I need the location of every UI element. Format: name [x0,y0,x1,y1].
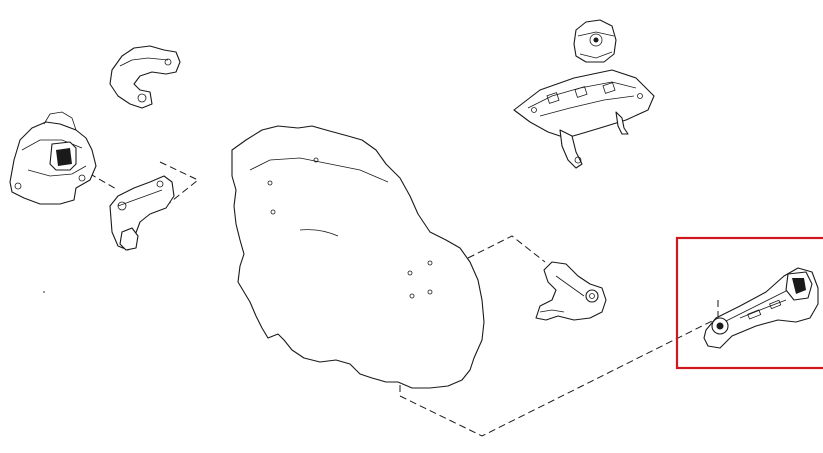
highlight-box [675,236,823,370]
engine-mount-right[interactable] [9,111,97,205]
leader-rh-bracket [159,161,199,205]
leader-rh-mount [79,167,119,191]
transmission-mount-left[interactable] [573,19,617,63]
leader-torque-rod [399,317,719,437]
rear-mount-bracket[interactable] [535,261,607,321]
leader-rear-bracket [467,235,546,263]
mount-bracket-lower[interactable] [109,175,175,251]
stray-dot [43,291,45,293]
mount-crossmember[interactable] [513,69,655,169]
mount-bracket-upper[interactable] [109,45,181,109]
engine-block[interactable] [231,125,485,389]
leader-lines [79,161,719,437]
rear-torque-rod-mount[interactable] [703,267,819,349]
